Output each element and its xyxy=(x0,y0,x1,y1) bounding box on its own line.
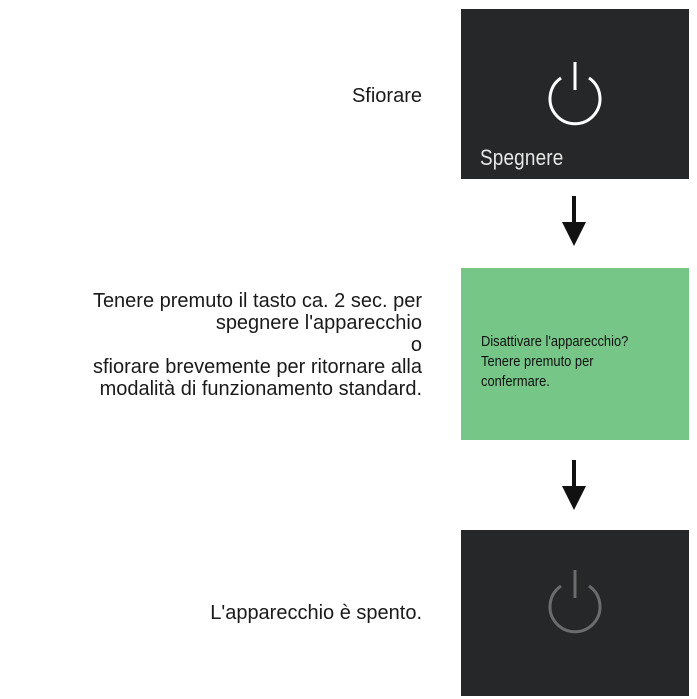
arrow-down-icon xyxy=(562,460,586,510)
instruction-line: sfiorare brevemente per ritornare alla xyxy=(92,356,422,378)
step-3-instruction: L'apparecchio è spento. xyxy=(210,602,422,624)
power-icon xyxy=(548,62,602,126)
instruction-line: L'apparecchio è spento. xyxy=(210,602,422,624)
instruction-line: o xyxy=(410,334,422,356)
confirm-message-line: Disattivare l'apparecchio? xyxy=(481,333,629,350)
instruction-line: spegnere l'apparecchio xyxy=(215,312,422,334)
step-1-instruction: Sfiorare xyxy=(352,85,422,107)
power-off-button[interactable]: Spegnere xyxy=(461,9,689,179)
device-off-panel xyxy=(461,530,689,696)
step-2-instruction: Tenere premuto il tasto ca. 2 sec. per s… xyxy=(93,290,422,400)
confirm-shutdown-panel[interactable]: Disattivare l'apparecchio? Tenere premut… xyxy=(461,268,689,440)
confirm-message-line: Tenere premuto per xyxy=(481,353,594,370)
instruction-line: Tenere premuto il tasto ca. 2 sec. per xyxy=(92,290,422,312)
confirm-message: Disattivare l'apparecchio? Tenere premut… xyxy=(481,332,670,392)
power-icon-dimmed xyxy=(548,570,602,634)
confirm-message-line: confermare. xyxy=(481,373,550,390)
arrow-down-icon xyxy=(562,196,586,246)
instruction-line: Sfiorare xyxy=(351,85,422,107)
power-off-button-label: Spegnere xyxy=(480,145,564,170)
instruction-line: modalità di funzionamento standard. xyxy=(99,378,422,400)
